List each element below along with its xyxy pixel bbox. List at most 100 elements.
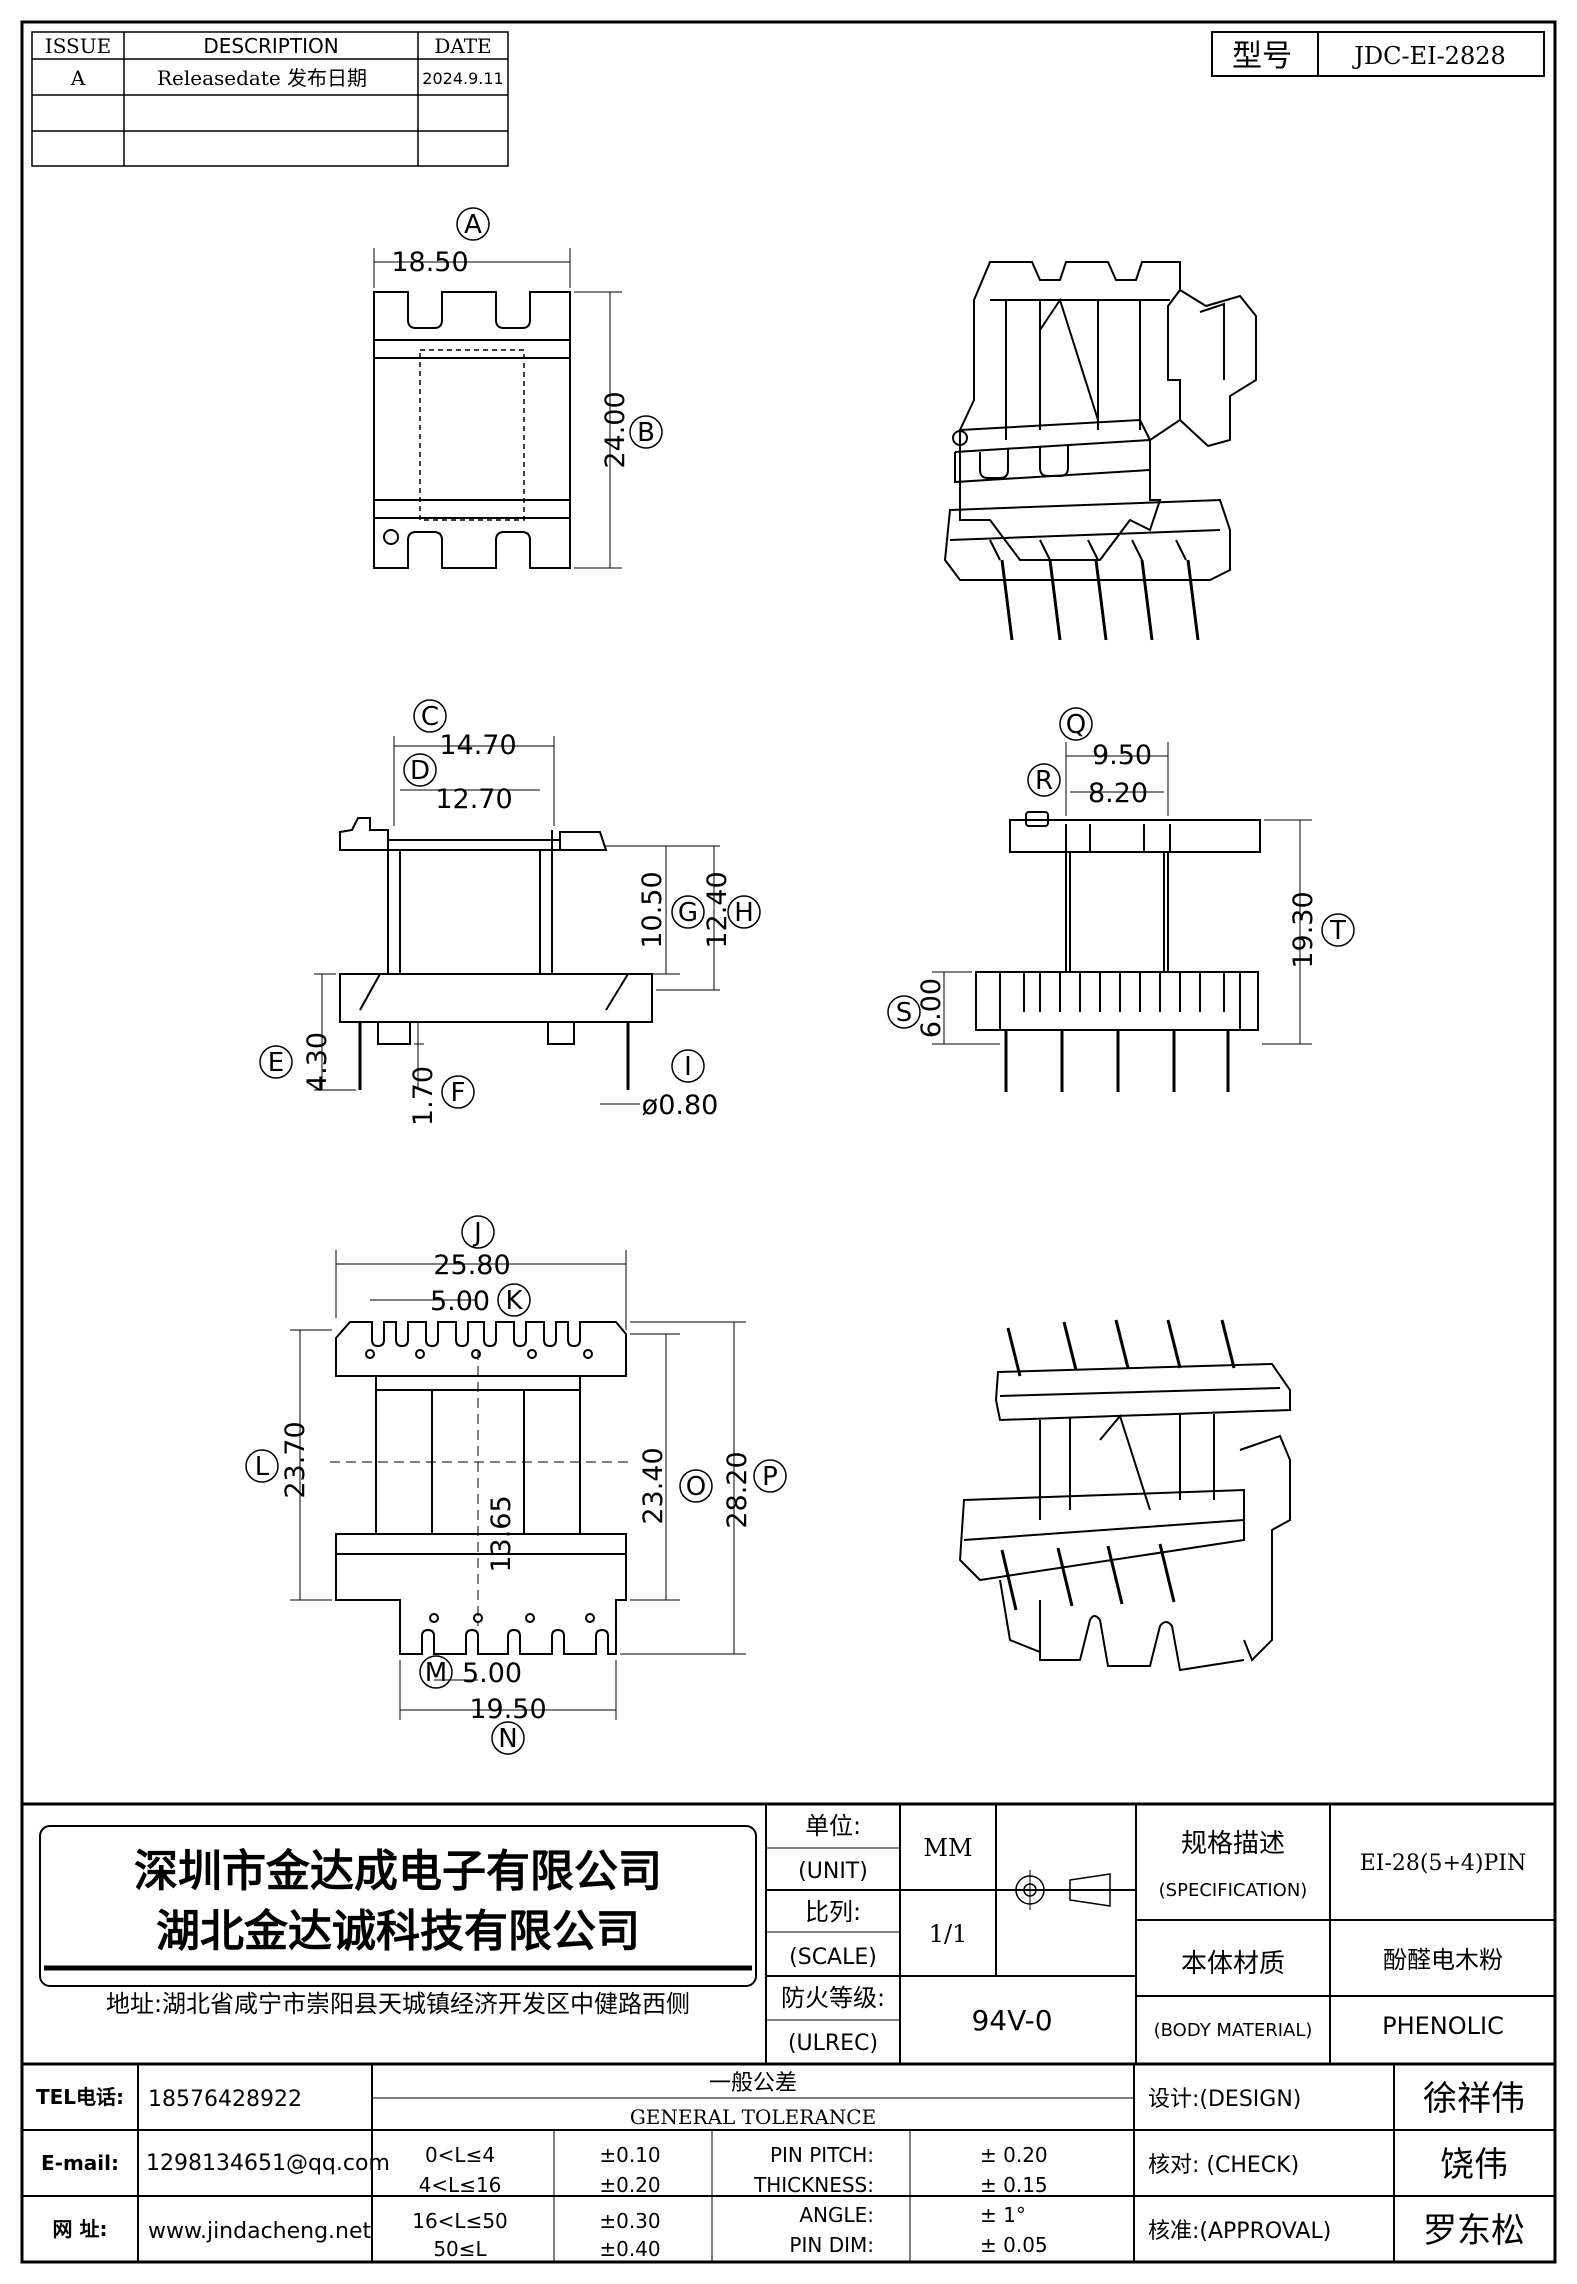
dim-q-value: 9.50: [1092, 740, 1152, 771]
dim-n-value: 19.50: [469, 1694, 546, 1725]
tolerance-value-4: ±0.40: [599, 2237, 660, 2261]
dim-e-value: 4.30: [302, 1032, 333, 1092]
material-value: 酚醛电木粉: [1383, 1946, 1503, 1974]
dim-h-value: 12.40: [702, 871, 733, 948]
dim-k-value: 5.00: [430, 1286, 490, 1317]
front-view: [259, 699, 761, 1109]
company-address: 地址:湖北省咸宁市崇阳县天城镇经济开发区中健路西侧: [106, 1990, 690, 2018]
dim-a-value: 18.50: [391, 247, 468, 278]
spec-value: EI-28(5+4)PIN: [1360, 1851, 1527, 1876]
ul-value: 94V-0: [971, 2004, 1052, 2037]
dim-letter-n: N: [498, 1724, 517, 1754]
dim-letter-b: B: [637, 418, 655, 448]
tolerance-item-value-4: ± 0.05: [980, 2233, 1048, 2257]
description-header: DESCRIPTION: [203, 34, 338, 58]
unit-label-en: (UNIT): [798, 1859, 868, 1884]
scale-value: 1/1: [929, 1920, 968, 1948]
dim-letter-q: Q: [1066, 710, 1086, 740]
dim-b-value: 24.00: [600, 391, 631, 468]
company-name-primary: 深圳市金达成电子有限公司: [134, 1846, 662, 1897]
revision-table: [31, 31, 509, 167]
material-label: 本体材质: [1181, 1949, 1285, 1979]
side-view: [887, 707, 1355, 1092]
tolerance-item-value-1: ± 0.20: [980, 2143, 1048, 2167]
title-block-frame: [22, 1802, 1555, 2262]
scale-label: 比列:: [805, 1898, 861, 1926]
sheet-frame: [20, 20, 1557, 2264]
projection-symbol: [1010, 1870, 1116, 1910]
tolerance-title: 一般公差: [709, 2071, 797, 2096]
tolerance-range-3: 16<L≤50: [412, 2209, 508, 2233]
tolerance-item-2: THICKNESS:: [753, 2173, 874, 2197]
dim-letter-k: K: [505, 1286, 523, 1316]
tolerance-title-en: GENERAL TOLERANCE: [630, 2105, 876, 2129]
dim-l-value: 23.70: [280, 1421, 311, 1498]
tolerance-value-2: ±0.20: [599, 2173, 660, 2197]
dim-d-value: 12.70: [435, 784, 512, 815]
unit-label: 单位:: [805, 1812, 861, 1840]
dim-letter-l: L: [255, 1452, 270, 1482]
material-value-en: PHENOLIC: [1382, 2012, 1504, 2040]
dim-letter-d: D: [410, 756, 430, 786]
tolerance-item-3: ANGLE:: [799, 2203, 874, 2227]
dim-letter-m: M: [425, 1658, 447, 1688]
dim-r-value: 8.20: [1088, 778, 1148, 809]
tolerance-item-1: PIN PITCH:: [770, 2143, 874, 2167]
tolerance-item-value-3: ± 1°: [980, 2203, 1026, 2227]
dim-m-value: 5.00: [462, 1658, 522, 1689]
web-label: 网 址:: [53, 2217, 108, 2241]
tolerance-item-4: PIN DIM:: [789, 2233, 874, 2257]
ul-label-en: (ULREC): [788, 2031, 878, 2056]
tolerance-value-3: ±0.30: [599, 2209, 660, 2233]
date-value: 2024.9.11: [422, 69, 503, 88]
model-number: JDC-EI-2828: [1351, 42, 1506, 70]
dim-g-value: 10.50: [637, 871, 668, 948]
bottom-view: [245, 1215, 787, 1755]
date-header: DATE: [434, 34, 491, 58]
dim-letter-e: E: [268, 1048, 284, 1078]
model-label: 型号: [1232, 39, 1292, 74]
tolerance-range-1: 0<L≤4: [425, 2143, 495, 2167]
material-label-en: (BODY MATERIAL): [1154, 2020, 1313, 2041]
approval-name: 罗东松: [1423, 2211, 1525, 2251]
company-name-secondary: 湖北金达诚科技有限公司: [156, 1906, 640, 1957]
description-value: Releasedate 发布日期: [157, 66, 367, 90]
tolerance-value-1: ±0.10: [599, 2143, 660, 2167]
dim-letter-a: A: [464, 210, 482, 240]
dim-t-value: 19.30: [1288, 891, 1319, 968]
spec-label-en: (SPECIFICATION): [1159, 1880, 1308, 1901]
tel-value: 18576428922: [148, 2087, 302, 2112]
design-label: 设计:(DESIGN): [1148, 2087, 1301, 2112]
issue-value: A: [70, 66, 86, 90]
design-name: 徐祥伟: [1423, 2079, 1525, 2119]
tolerance-range-2: 4<L≤16: [419, 2173, 502, 2197]
dim-s-value: 6.00: [916, 978, 947, 1038]
dim-letter-p: P: [762, 1462, 778, 1492]
check-name: 饶伟: [1440, 2145, 1508, 2185]
dim-i-value: ø0.80: [642, 1090, 719, 1121]
tolerance-range-4: 50≤L: [433, 2237, 487, 2261]
dim-letter-o: O: [686, 1472, 706, 1502]
check-label: 核对: (CHECK): [1148, 2153, 1299, 2178]
tel-label: TEL电话:: [36, 2085, 124, 2109]
model-box: [1211, 31, 1545, 77]
dim-center-value: 13.65: [486, 1495, 517, 1572]
dim-letter-f: F: [451, 1078, 466, 1108]
dim-letter-r: R: [1035, 766, 1053, 796]
unit-value: MM: [923, 1834, 972, 1862]
issue-header: ISSUE: [45, 34, 111, 58]
dim-j-value: 25.80: [433, 1250, 510, 1281]
ul-label: 防火等级:: [781, 1984, 885, 2012]
dim-c-value: 14.70: [439, 730, 516, 761]
dim-p-value: 28.20: [722, 1451, 753, 1528]
dim-letter-s: S: [896, 998, 913, 1028]
tolerance-item-value-2: ± 0.15: [980, 2173, 1048, 2197]
dim-letter-h: H: [734, 898, 754, 928]
dim-letter-t: T: [1329, 916, 1346, 946]
web-value: www.jindacheng.net: [148, 2219, 372, 2244]
isometric-view-lower: [958, 1319, 1291, 1672]
isometric-view-upper: [943, 261, 1257, 641]
dim-o-value: 23.40: [638, 1447, 669, 1524]
scale-label-en: (SCALE): [789, 1945, 877, 1970]
